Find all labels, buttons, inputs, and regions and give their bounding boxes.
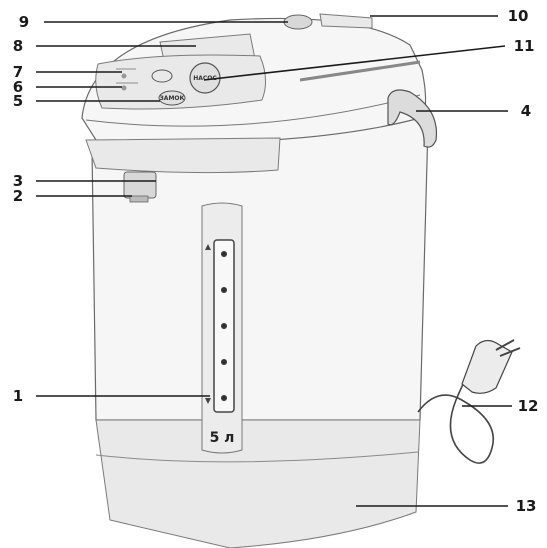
power-plug bbox=[461, 339, 513, 394]
callout-6: 6 bbox=[13, 78, 23, 96]
callout-leaders bbox=[36, 15, 512, 507]
unlock-button bbox=[158, 90, 186, 106]
callout-numbers: 9 10 8 11 7 6 5 4 3 2 1 12 13 bbox=[13, 7, 539, 515]
pump-button-label: НАСОС bbox=[193, 75, 217, 82]
spout-housing bbox=[85, 137, 281, 174]
callout-13: 13 bbox=[516, 497, 537, 515]
callout-1: 1 bbox=[13, 387, 23, 405]
callout-12: 12 bbox=[518, 397, 539, 415]
max-mark-icon bbox=[205, 244, 211, 250]
power-cord bbox=[417, 369, 494, 464]
callout-11: 11 bbox=[514, 37, 535, 55]
callout-9: 9 bbox=[19, 13, 29, 31]
carry-handle bbox=[387, 89, 438, 148]
thermopot-drawing: ЗАМОК НАСОС 5 л bbox=[81, 13, 521, 548]
base bbox=[95, 419, 421, 548]
keep-warm-indicator bbox=[121, 85, 127, 91]
callout-7: 7 bbox=[13, 63, 23, 81]
capacity-label: 5 л bbox=[210, 430, 235, 446]
callout-10: 10 bbox=[508, 7, 529, 25]
callout-2: 2 bbox=[13, 187, 23, 205]
lid-release-button bbox=[283, 14, 313, 30]
callout-5: 5 bbox=[13, 92, 23, 110]
callout-8: 8 bbox=[13, 37, 23, 55]
min-mark-icon bbox=[205, 398, 211, 404]
lid-hinge bbox=[319, 13, 373, 29]
callout-4: 4 bbox=[521, 102, 531, 120]
callout-3: 3 bbox=[13, 172, 23, 190]
heating-indicator bbox=[121, 73, 127, 79]
control-panel bbox=[95, 54, 266, 110]
brand-logo bbox=[151, 69, 173, 83]
leader-11 bbox=[203, 45, 506, 81]
unlock-button-label: ЗАМОК bbox=[160, 95, 185, 102]
water-spout bbox=[123, 171, 157, 199]
